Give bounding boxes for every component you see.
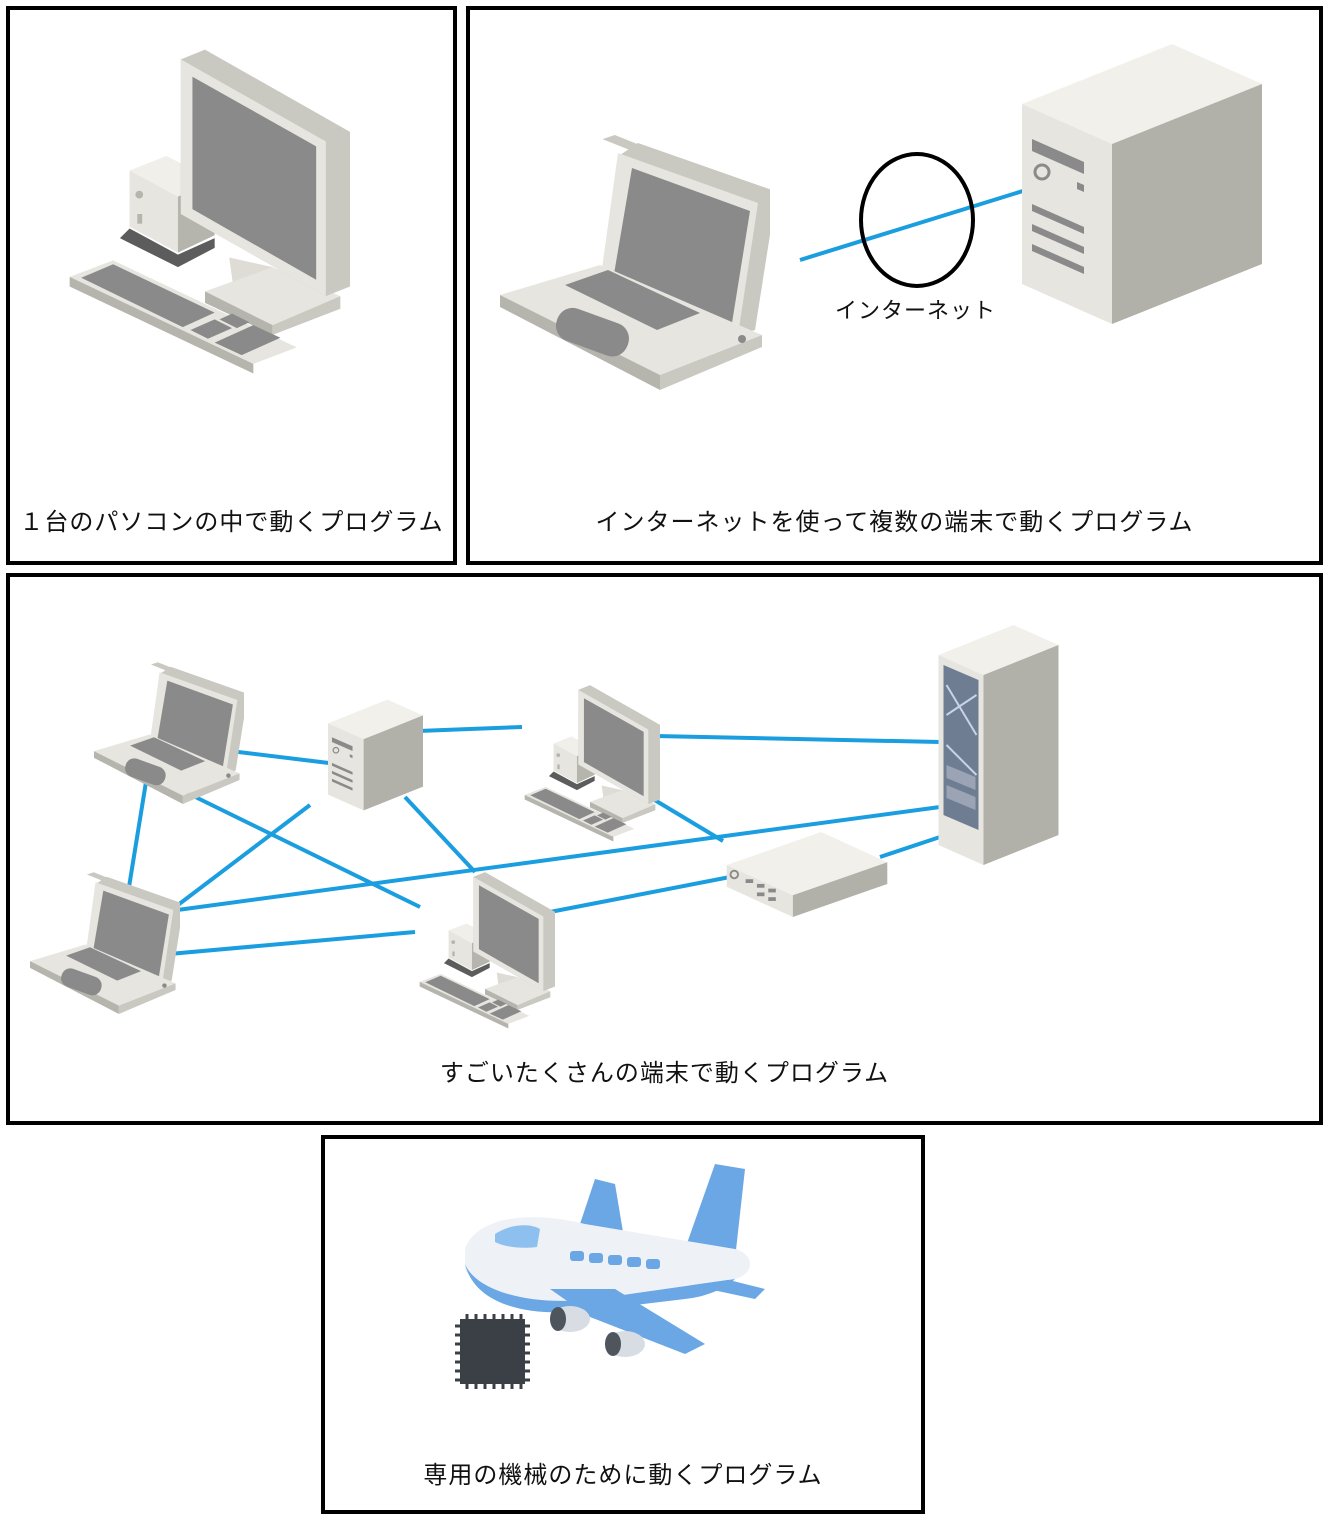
internet-caption: インターネットを使って複数の端末で動くプログラム <box>595 508 1194 536</box>
internet-label: インターネット <box>835 299 997 324</box>
internet-highlight-circle <box>859 152 975 288</box>
desktop-icon-top <box>524 685 660 842</box>
internet-link-line <box>799 188 1027 262</box>
server-tower-icon <box>1022 44 1262 324</box>
microchip-icon <box>455 1314 530 1389</box>
single-pc-caption: １台のパソコンの中で動くプログラム <box>19 508 444 536</box>
laptop-icon-bottom-left <box>30 872 180 1014</box>
network-illustration <box>30 625 1060 1029</box>
panel-internet: インターネット インターネットを使って複数の端末で動くプログラム <box>466 6 1323 565</box>
panel-many-terminals: すごいたくさんの端末で動くプログラム <box>6 573 1323 1125</box>
desktop-icon-bottom <box>419 872 555 1029</box>
many-terminals-caption: すごいたくさんの端末で動くプログラム <box>439 1059 890 1087</box>
internet-illustration <box>500 44 1262 390</box>
embedded-caption: 専用の機械のために動くプログラム <box>423 1461 823 1489</box>
desktop-computer-icon <box>69 49 350 374</box>
laptop-icon-top-left <box>94 662 244 804</box>
network-links <box>127 725 941 957</box>
network-switch-icon <box>725 832 889 917</box>
server-tower-icon-small <box>328 698 423 812</box>
rack-server-icon <box>937 625 1060 865</box>
embedded-illustration <box>455 1164 765 1389</box>
airplane-icon <box>465 1164 765 1357</box>
single-pc-illustration <box>69 49 350 374</box>
panel-embedded: 専用の機械のために動くプログラム <box>321 1135 925 1514</box>
laptop-icon <box>500 135 770 390</box>
panel-single-pc: １台のパソコンの中で動くプログラム <box>6 6 457 565</box>
